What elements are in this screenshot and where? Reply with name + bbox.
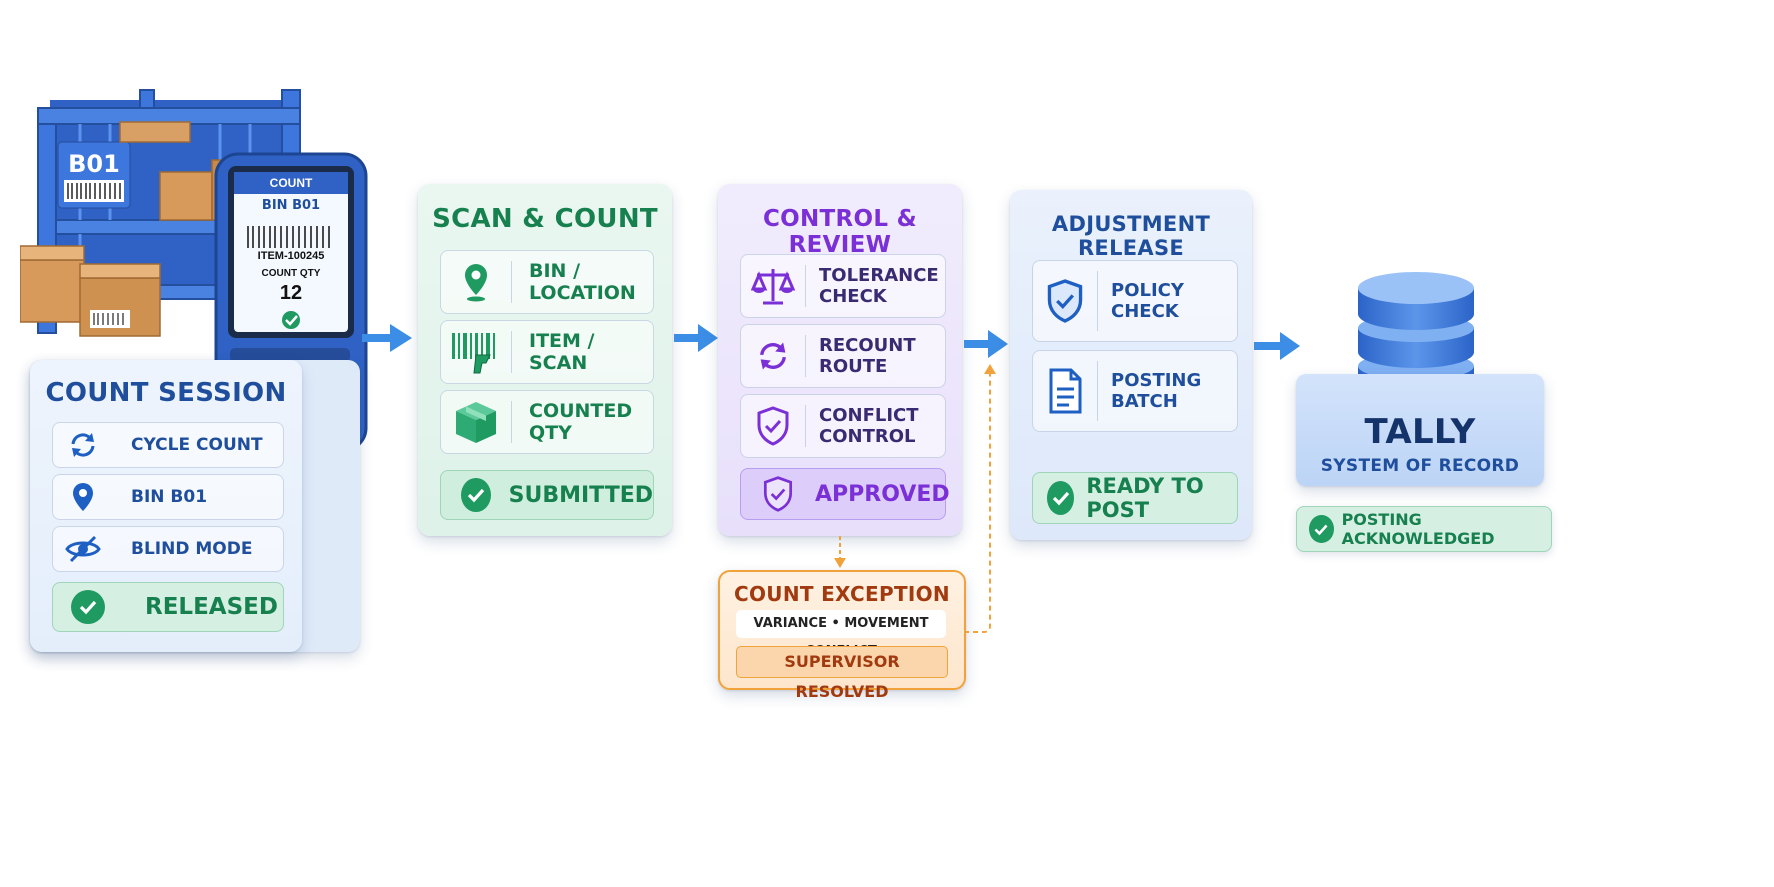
scan-row-counted-qty: COUNTED QTY (440, 390, 654, 454)
rack-label: B01 (68, 150, 120, 178)
check-circle-icon (1309, 515, 1334, 543)
tally-block: TALLY SYSTEM OF RECORD (1296, 374, 1544, 486)
flow-arrow (1254, 332, 1300, 360)
scan-row-label: BIN / LOCATION (529, 260, 636, 304)
scanner-qty-label: COUNT QTY (261, 268, 321, 279)
adjustment-release-title: ADJUSTMENT RELEASE (1051, 212, 1211, 260)
scan-row-bin-location: BIN / LOCATION (440, 250, 654, 314)
count-session-card: COUNT SESSION CYCLE COUNT BIN B01 BLIND … (30, 360, 302, 652)
review-row-recount-route: RECOUNT ROUTE (740, 324, 946, 388)
status-label: RELEASED (145, 594, 278, 620)
refresh-icon (53, 423, 113, 467)
review-row-label: RECOUNT ROUTE (819, 335, 916, 377)
release-row-posting-batch: POSTING BATCH (1032, 350, 1238, 432)
status-posting-acknowledged: POSTING ACKNOWLEDGED (1296, 506, 1552, 552)
tally-subtitle: SYSTEM OF RECORD (1320, 456, 1520, 476)
status-ready-to-post: READY TO POST (1032, 472, 1238, 524)
scanner-item: ITEM-100245 (257, 250, 325, 262)
release-row-label: POSTING BATCH (1111, 370, 1202, 412)
scan-row-label: COUNTED QTY (529, 400, 633, 444)
shield-check-icon (761, 475, 795, 513)
box-icon (441, 391, 511, 453)
scanner-header: COUNT (269, 176, 313, 190)
flow-arrow (964, 330, 1008, 358)
count-exception-card: COUNT EXCEPTION VARIANCE • MOVEMENT CONF… (718, 570, 966, 701)
session-row-label: BLIND MODE (131, 539, 253, 559)
check-circle-icon (461, 478, 491, 512)
count-session-title: COUNT SESSION (45, 378, 287, 408)
scan-row-label: ITEM / SCAN (529, 330, 595, 374)
barcode-scanner-icon (441, 321, 511, 383)
session-row-label: BIN B01 (131, 487, 208, 507)
scan-count-card: SCAN & COUNT BIN / LOCATION ITEM / SCAN … (418, 184, 672, 536)
eye-off-icon (53, 527, 113, 571)
status-label: READY TO POST (1086, 474, 1204, 522)
flow-arrow (362, 324, 412, 352)
status-submitted: SUBMITTED (440, 470, 654, 520)
status-released: RELEASED (52, 582, 284, 632)
document-icon (1033, 351, 1097, 431)
adjustment-release-card: ADJUSTMENT RELEASE POLICY CHECK POSTING … (1010, 190, 1252, 540)
scan-row-item-scan: ITEM / SCAN (440, 320, 654, 384)
shield-check-icon (741, 395, 805, 457)
session-row-blind-mode: BLIND MODE (52, 526, 284, 572)
tally-title: TALLY (1364, 412, 1476, 452)
exception-arrow (834, 536, 846, 568)
session-row-label: CYCLE COUNT (131, 435, 263, 455)
review-row-label: TOLERANCE CHECK (819, 265, 939, 307)
control-review-title: CONTROL & REVIEW (762, 206, 918, 258)
release-row-policy-check: POLICY CHECK (1032, 260, 1238, 342)
scanner-qty-value: 12 (279, 282, 303, 304)
scales-icon (741, 255, 805, 317)
scan-count-title: SCAN & COUNT (432, 204, 658, 234)
review-row-label: CONFLICT CONTROL (819, 405, 919, 447)
location-pin-icon (441, 251, 511, 313)
exception-status: SUPERVISOR RESOLVED (736, 646, 948, 701)
scanner-bin: BIN B01 (261, 198, 321, 213)
flow-arrow (674, 324, 718, 352)
control-review-card: CONTROL & REVIEW TOLERANCE CHECK RECOUNT… (718, 184, 962, 536)
status-label: APPROVED (815, 481, 950, 507)
release-row-label: POLICY CHECK (1111, 280, 1184, 322)
exception-title: COUNT EXCEPTION (734, 582, 950, 606)
review-row-tolerance-check: TOLERANCE CHECK (740, 254, 946, 318)
status-label: SUBMITTED (508, 482, 653, 508)
refresh-icon (741, 325, 805, 387)
exception-detail: VARIANCE • MOVEMENT CONFLICT (736, 610, 946, 659)
session-row-bin: BIN B01 (52, 474, 284, 520)
session-row-cycle-count: CYCLE COUNT (52, 422, 284, 468)
location-pin-icon (53, 475, 113, 519)
check-circle-icon (71, 590, 105, 624)
shield-check-icon (1033, 261, 1097, 341)
status-approved: APPROVED (740, 468, 950, 520)
review-row-conflict-control: CONFLICT CONTROL (740, 394, 946, 458)
exception-return-path (964, 364, 996, 633)
status-label: POSTING ACKNOWLEDGED (1341, 510, 1495, 548)
check-circle-icon (1047, 481, 1075, 515)
